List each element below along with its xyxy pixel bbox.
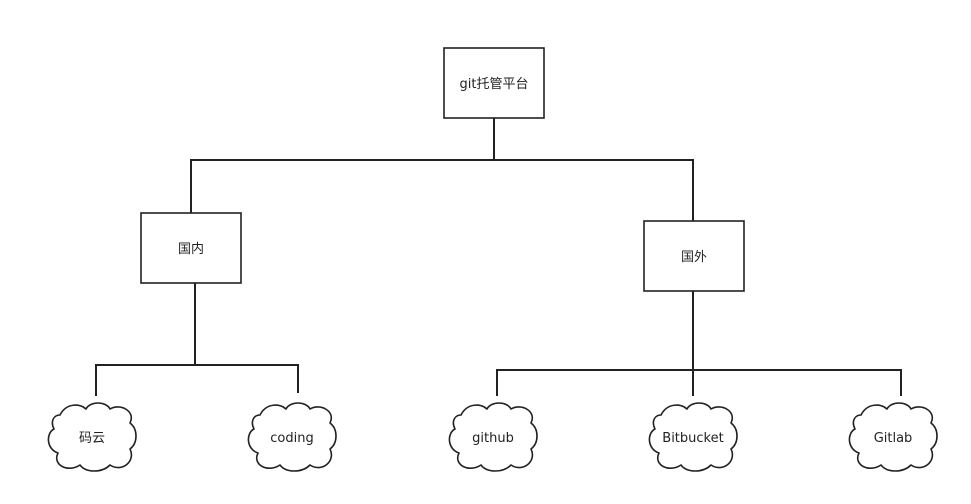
foreign-node: 国外 (643, 220, 745, 292)
platform-coding-label: coding (270, 431, 313, 446)
platform-bitbucket-node: Bitbucket (648, 402, 738, 472)
platform-gitlab-label: Gitlab (874, 431, 913, 446)
root-node-label: git托管平台 (460, 77, 529, 92)
platform-gitlab-node: Gitlab (848, 402, 938, 472)
root-node-box (443, 47, 545, 119)
platform-github-label: github (472, 431, 514, 446)
foreign-node-box (643, 220, 745, 292)
domestic-node: 国内 (140, 212, 242, 284)
platform-gitee-label: 码云 (79, 431, 105, 446)
platform-github-node: github (448, 402, 538, 472)
domestic-node-box (140, 212, 242, 284)
platform-coding-node: coding (247, 402, 337, 472)
connector-lines (95, 117, 902, 396)
foreign-node-label: 国外 (681, 250, 707, 265)
root-node: git托管平台 (443, 47, 545, 119)
platform-gitee-node: 码云 (47, 402, 137, 472)
domestic-node-label: 国内 (178, 241, 204, 257)
platform-bitbucket-label: Bitbucket (662, 431, 723, 446)
